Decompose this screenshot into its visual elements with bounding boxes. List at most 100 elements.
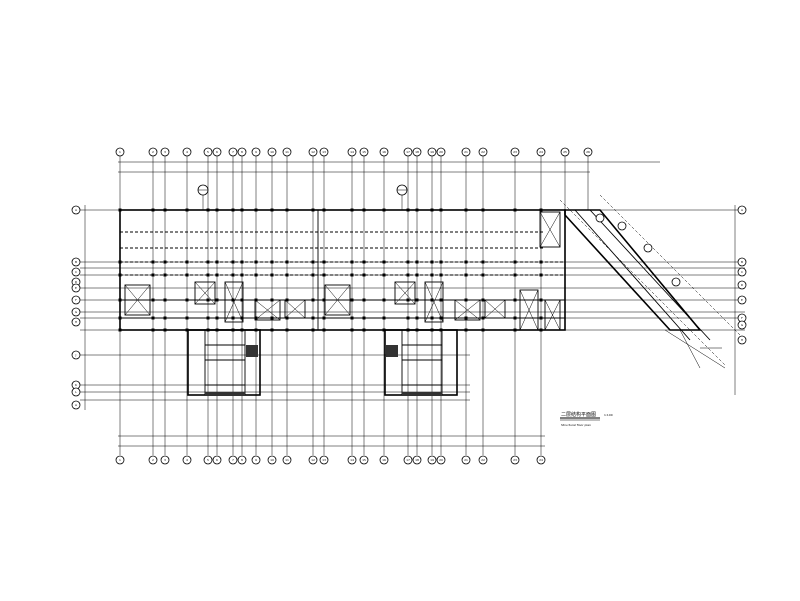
column-marker	[350, 260, 354, 264]
column-marker	[215, 273, 219, 277]
svg-text:5: 5	[207, 150, 209, 154]
column-marker	[254, 316, 258, 320]
svg-text:19: 19	[430, 150, 434, 154]
column-marker	[439, 298, 443, 302]
svg-text:H: H	[741, 338, 743, 342]
axis-bubble: 16	[379, 455, 389, 465]
column-marker	[406, 260, 410, 264]
column-marker	[439, 316, 443, 320]
column-marker	[539, 298, 543, 302]
column-marker	[350, 273, 354, 277]
axis-bubble: 15	[359, 147, 369, 157]
axis-bubble: L	[71, 387, 81, 397]
axis-bubble: 19	[427, 147, 437, 157]
shaft-x	[544, 299, 561, 331]
axis-bubble: 6	[212, 455, 222, 465]
column-marker	[430, 316, 434, 320]
column-marker	[151, 273, 155, 277]
axis-bubble: 4	[182, 455, 192, 465]
horizontal-grid-lines	[80, 209, 745, 401]
axis-bubble: 15	[359, 455, 369, 465]
axis-bubble: 23	[510, 455, 520, 465]
column-marker	[285, 316, 289, 320]
column-marker	[231, 260, 235, 264]
column-marker	[215, 208, 219, 212]
column-marker	[362, 316, 366, 320]
axis-bubble: 12	[308, 147, 318, 157]
column-marker	[539, 316, 543, 320]
column-marker	[240, 328, 244, 332]
column-marker	[481, 328, 485, 332]
svg-text:8: 8	[241, 458, 243, 462]
axis-bubble: 10	[267, 147, 277, 157]
axis-bubble: 7	[228, 147, 238, 157]
svg-text:2: 2	[152, 458, 154, 462]
column-marker	[430, 208, 434, 212]
svg-text:22: 22	[481, 458, 485, 462]
column-marker	[481, 316, 485, 320]
column-marker	[254, 208, 258, 212]
vertical-grid-lines	[119, 150, 589, 455]
column-marker	[350, 328, 354, 332]
column-marker	[406, 316, 410, 320]
svg-text:1: 1	[119, 150, 121, 154]
bottom-dimension-lines	[118, 435, 545, 447]
column-marker	[240, 298, 244, 302]
column-marker	[285, 260, 289, 264]
axis-bubble: G	[737, 320, 747, 330]
column-marker	[430, 273, 434, 277]
column-marker	[439, 273, 443, 277]
column-marker	[350, 208, 354, 212]
column-marker	[415, 208, 419, 212]
column-marker	[215, 328, 219, 332]
column-marker	[163, 273, 167, 277]
svg-text:F: F	[741, 316, 743, 320]
svg-text:E: E	[75, 286, 77, 290]
svg-text:B: B	[741, 260, 743, 264]
column-marker	[362, 208, 366, 212]
lower-wing-right	[384, 329, 458, 396]
column-marker	[513, 298, 517, 302]
column-marker	[382, 328, 386, 332]
column-marker	[215, 260, 219, 264]
column-marker	[185, 328, 189, 332]
axis-bubble: E	[71, 283, 81, 293]
axis-bubble: 5	[203, 147, 213, 157]
axis-bubble: 11	[282, 455, 292, 465]
column-marker	[231, 316, 235, 320]
column-marker	[362, 273, 366, 277]
svg-text:6: 6	[216, 150, 218, 154]
column-marker	[350, 298, 354, 302]
diagonal-axis-bubbles	[595, 213, 681, 287]
axis-bubble: 19	[427, 455, 437, 465]
axis-bubble: F	[71, 295, 81, 305]
column-marker	[185, 273, 189, 277]
column-marker	[231, 208, 235, 212]
axis-bubble: 9	[251, 147, 261, 157]
svg-text:16: 16	[382, 150, 386, 154]
column-marker	[439, 208, 443, 212]
column-marker	[185, 316, 189, 320]
axis-bubble: 17	[403, 147, 413, 157]
column-marker	[118, 273, 122, 277]
column-marker	[464, 208, 468, 212]
plan-scale: 1:100	[604, 413, 613, 417]
column-marker	[270, 316, 274, 320]
column-marker	[254, 273, 258, 277]
plan-title: 二层结构平面图	[561, 411, 596, 418]
axis-bubble: J	[71, 350, 81, 360]
column-marker	[311, 208, 315, 212]
column-marker	[254, 260, 258, 264]
axis-bubble: 7	[228, 455, 238, 465]
column-marker	[285, 298, 289, 302]
svg-text:22: 22	[481, 150, 485, 154]
axis-bubble: 3	[160, 455, 170, 465]
column-marker	[163, 316, 167, 320]
plan-title-block: 二层结构平面图 1:100 Structural floor plan	[560, 411, 613, 427]
svg-text:D: D	[741, 283, 744, 287]
svg-text:4: 4	[186, 150, 188, 154]
column-marker	[430, 298, 434, 302]
